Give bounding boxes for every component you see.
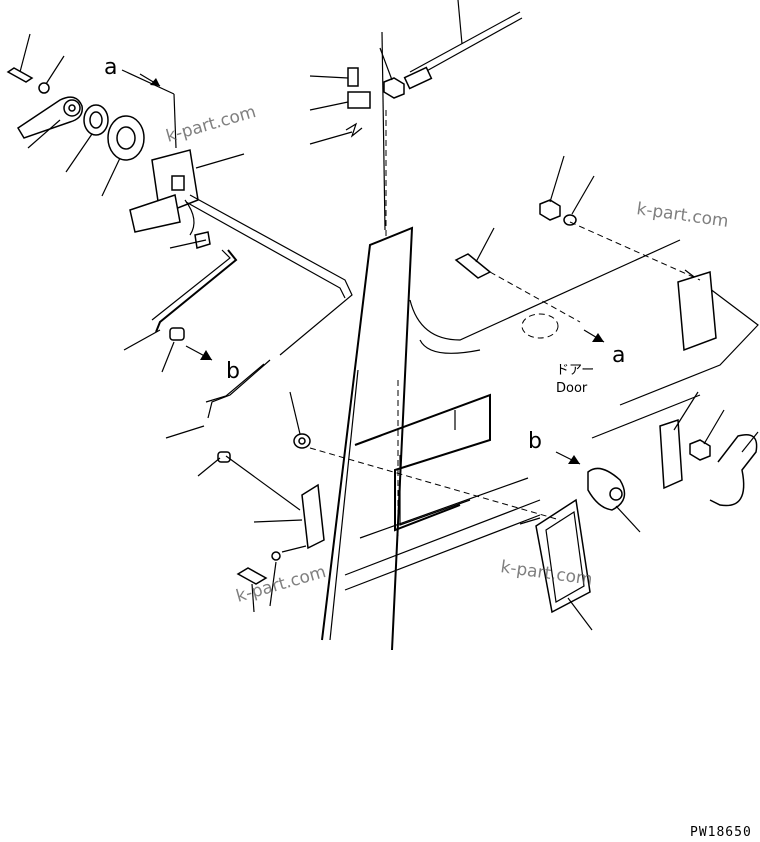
small-washer-icon	[271, 551, 281, 561]
drawing-code: PW18650	[690, 825, 752, 840]
door-label-japanese: ドアー	[556, 363, 594, 378]
leader-lines	[19, 0, 759, 631]
block-icon	[347, 91, 371, 109]
reference-arrows	[139, 73, 605, 465]
door-label-english: Door	[556, 381, 588, 396]
clip-lower-icon	[217, 451, 231, 463]
latch-plate-icon	[301, 483, 325, 550]
handle-assembly	[6, 67, 211, 249]
washer-right-icon	[563, 214, 577, 226]
bolt-right-icon	[454, 253, 492, 279]
door-latch-cover-icon	[535, 498, 591, 614]
cab-frame	[321, 31, 759, 651]
label-a-top: a	[104, 55, 117, 80]
bolt-icon	[6, 67, 34, 83]
label-a-right: a	[612, 343, 625, 368]
nut-icon	[383, 77, 405, 99]
nut-striker-icon	[689, 439, 711, 461]
label-b-left: b	[226, 359, 240, 384]
rods	[151, 11, 523, 419]
nut-right-icon	[539, 199, 561, 221]
arrow-b-left-icon	[185, 345, 213, 361]
u-bolt-icon	[709, 434, 758, 507]
watermark-1: k-part.com	[164, 102, 258, 147]
star-washer-icon	[38, 82, 50, 94]
screw-icon	[236, 567, 268, 585]
hinge-plate-icon	[677, 271, 717, 352]
alignment-lines	[309, 110, 701, 540]
arrow-b-right-icon	[555, 451, 581, 465]
striker-bracket-icon	[659, 418, 683, 490]
pin-icon	[347, 67, 359, 87]
arrow-a-top-icon	[139, 73, 161, 87]
arrow-a-right-icon	[583, 329, 605, 343]
label-b-right: b	[528, 429, 542, 454]
clip-icon	[169, 327, 185, 341]
watermark-2: k-part.com	[635, 199, 729, 232]
small-parts	[169, 66, 758, 614]
spring-clip-icon	[345, 122, 363, 138]
